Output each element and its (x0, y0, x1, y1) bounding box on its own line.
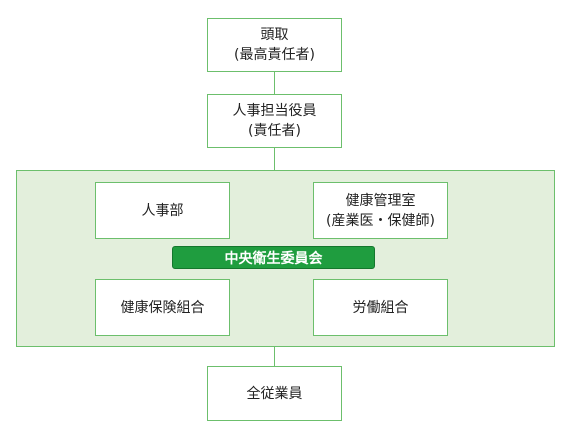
hr-officer-title: 人事担当役員 (232, 103, 317, 119)
health-management-box: 健康管理室 (産業医・保健師) (313, 182, 448, 239)
president-role: (最高責任者) (234, 47, 315, 63)
connector-top-officer (274, 72, 275, 94)
health-insurance-label: 健康保険組合 (120, 299, 205, 316)
hr-department-label: 人事部 (141, 202, 184, 219)
president-box: 頭取 (最高責任者) (207, 18, 342, 72)
connector-panel-employees (274, 346, 275, 366)
health-management-staff: (産業医・保健師) (326, 212, 435, 229)
president-title: 頭取 (260, 27, 289, 43)
health-management-title: 健康管理室 (345, 192, 416, 209)
committee-label: 中央衛生委員会 (224, 250, 323, 267)
hr-officer-box: 人事担当役員 (責任者) (207, 94, 342, 148)
hr-officer-role: (責任者) (248, 123, 301, 139)
connector-officer-panel (274, 148, 275, 170)
central-health-committee: 中央衛生委員会 (172, 246, 375, 269)
all-employees-box: 全従業員 (207, 366, 342, 421)
hr-department-box: 人事部 (95, 182, 230, 239)
labor-union-label: 労働組合 (352, 299, 409, 316)
all-employees-label: 全従業員 (246, 385, 303, 402)
health-insurance-box: 健康保険組合 (95, 279, 230, 336)
labor-union-box: 労働組合 (313, 279, 448, 336)
